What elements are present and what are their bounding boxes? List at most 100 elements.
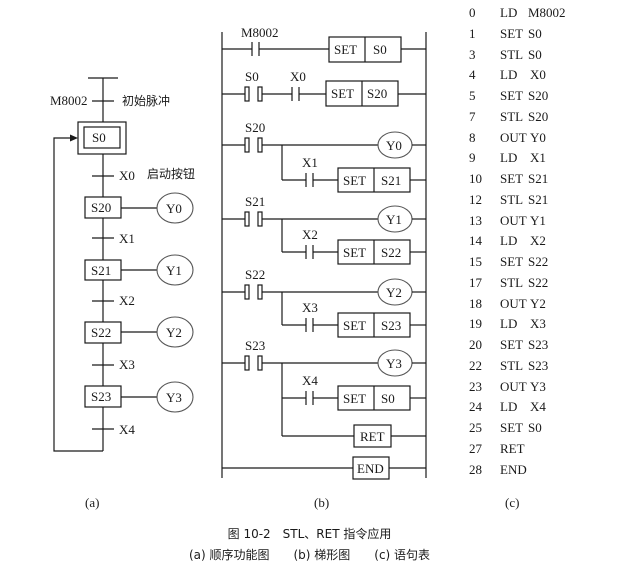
sfc-transition-label: X2 (119, 293, 135, 308)
statement-step: 14 (469, 233, 482, 249)
statement-step: 19 (469, 316, 482, 332)
statement-op: SET (500, 337, 524, 352)
sfc-action-circle (156, 316, 194, 348)
statement-step: 3 (469, 46, 476, 62)
sfc-initial-step-label: S0 (92, 130, 106, 145)
stl-contact-icon (257, 86, 263, 102)
ladder-stl-label: S23 (245, 338, 265, 353)
instr-label: SET (343, 173, 366, 188)
statement-step: 23 (469, 378, 482, 394)
statement-step: 1 (469, 25, 476, 41)
statement-op: LD (500, 399, 518, 415)
statement-operand: S20 (528, 88, 549, 103)
coil-label: Y0 (386, 138, 402, 153)
statement-list-caption-label: (c) (505, 495, 520, 510)
statement-operand: X2 (530, 233, 546, 249)
statement-op: STL (500, 191, 524, 207)
statement-step: 25 (469, 420, 482, 435)
ladder-stl-block: S21 Y1 X2 SET S22 (222, 194, 426, 265)
figure-subtitle: (a) 顺序功能图 (b) 梯形图 (c) 语句表 (188, 548, 431, 562)
statement-operand: Y0 (530, 129, 546, 145)
statement-op: LD (500, 67, 518, 83)
sfc-initial-step-inner (83, 126, 121, 149)
statement-step: 10 (469, 171, 482, 186)
statement-step: 28 (469, 461, 482, 477)
statement-operand: S23 (528, 337, 549, 352)
statement-operand: Y3 (530, 378, 546, 394)
instr-label: SET (334, 42, 357, 57)
ladder-caption-label: (b) (314, 495, 329, 510)
statement-op: OUT (500, 129, 527, 145)
statement-operand: Y2 (530, 295, 546, 311)
sfc-action-label: Y0 (166, 201, 182, 216)
statement-step: 9 (469, 150, 476, 166)
sfc-init-condition: M8002 (50, 93, 88, 108)
ladder-contact-label: X3 (302, 300, 318, 315)
statement-step: 5 (469, 88, 476, 103)
stl-contact-icon (244, 86, 250, 102)
instr-operand: S20 (367, 86, 387, 101)
statement-op: OUT (500, 378, 527, 394)
ladder-contact-label: M8002 (241, 25, 279, 40)
statement-operand: S22 (528, 254, 549, 269)
statement-operand: S0 (528, 420, 542, 435)
statement-operand: S23 (528, 357, 549, 373)
statement-step: 17 (469, 274, 482, 290)
statement-operand: S21 (528, 171, 549, 186)
statement-step: 7 (469, 108, 476, 124)
statement-op: LD (500, 316, 518, 332)
instr-label: SET (343, 245, 366, 260)
statement-operand: Y1 (530, 212, 546, 228)
sfc-transition-label: X0 (119, 168, 135, 183)
stl-contact-icon (257, 211, 263, 227)
stl-contact-icon (257, 137, 263, 153)
sfc-action-circle (156, 381, 194, 413)
stl-contact-icon (244, 211, 250, 227)
statement-op: OUT (500, 295, 527, 311)
statement-operand: X4 (530, 399, 546, 415)
statement-op: END (500, 461, 527, 477)
statement-op: OUT (500, 212, 527, 228)
statement-operand: M8002 (528, 5, 566, 20)
sfc-loop-arrow-icon (70, 134, 78, 142)
statement-op: STL (500, 46, 524, 62)
statement-step: 4 (469, 67, 476, 83)
ladder-contact-label: X4 (302, 373, 318, 388)
stl-contact-icon (257, 284, 263, 300)
statement-op: SET (500, 171, 524, 186)
statement-step: 24 (469, 399, 482, 415)
statement-op: SET (500, 25, 524, 41)
statement-operand: S0 (528, 46, 542, 62)
ladder-diagram: M8002 SET S0 S0 X0 SET S20 S20 Y0 (221, 25, 427, 510)
instr-operand: S22 (381, 245, 401, 260)
coil-label: Y1 (386, 212, 402, 227)
sfc-step-label: S23 (91, 389, 111, 404)
statement-operand: S20 (528, 108, 549, 124)
statement-step: 18 (469, 295, 482, 311)
statement-step: 8 (469, 129, 476, 145)
sfc-transition-label: X1 (119, 231, 135, 246)
statement-operand: X0 (530, 67, 546, 83)
ladder-contact-label: X2 (302, 227, 318, 242)
sfc-start-note: 启动按钮 (147, 166, 195, 181)
statement-op: LD (500, 5, 518, 20)
statement-op: RET (500, 440, 525, 456)
ladder-stl-label: S0 (245, 69, 259, 84)
coil-label: Y3 (386, 356, 402, 371)
sfc-init-note: 初始脉冲 (122, 93, 170, 108)
stl-contact-icon (244, 137, 250, 153)
sfc-caption-label: (a) (85, 495, 99, 510)
statement-op: LD (500, 233, 518, 249)
statement-step: 27 (469, 440, 482, 456)
ladder-contact-label: X1 (302, 155, 318, 170)
instr-operand: S0 (373, 42, 387, 57)
sfc-step-label: S20 (91, 200, 111, 215)
statement-step: 13 (469, 212, 482, 228)
stl-contact-icon (244, 355, 250, 371)
instr-operand: S21 (381, 173, 401, 188)
statement-op: SET (500, 88, 524, 103)
sfc-action-circle (156, 192, 194, 224)
sfc-step-label: S21 (91, 263, 111, 278)
stl-contact-icon (257, 355, 263, 371)
sfc-loop-line (53, 137, 103, 452)
